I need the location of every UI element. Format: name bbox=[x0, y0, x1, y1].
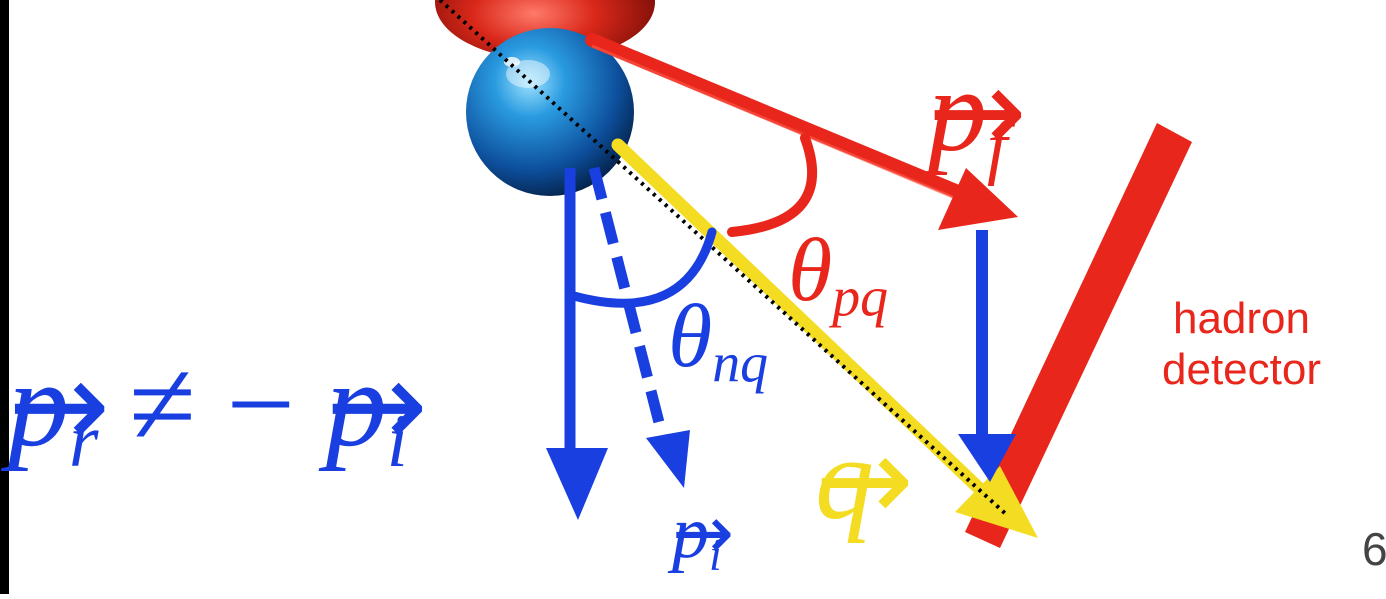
p-i-label: pi bbox=[672, 496, 722, 578]
theta-nq-arc bbox=[569, 227, 717, 308]
q-arrow bbox=[611, 138, 1038, 538]
dotted-reference-line bbox=[438, 0, 1010, 518]
hadron-detector-line1: hadron bbox=[1172, 294, 1310, 343]
theta-pq-label: θpq bbox=[788, 221, 889, 329]
p-r-arrow bbox=[546, 168, 608, 520]
p-f-arrow bbox=[585, 33, 1018, 230]
hadron-detector-bar bbox=[965, 123, 1192, 548]
hadron-detector-label: hadron detector bbox=[1162, 294, 1321, 395]
blue-arrow-right bbox=[958, 230, 1016, 482]
q-symbol: q bbox=[815, 420, 874, 539]
blue-nucleon bbox=[466, 28, 634, 196]
equation-operator: ≠ − bbox=[128, 337, 296, 472]
page-number: 6 bbox=[1362, 523, 1386, 575]
theta-pq-subscript: pq bbox=[832, 266, 889, 329]
momentum-equation: pr ≠ − pi bbox=[8, 344, 408, 480]
p-i-rhs-symbol: p bbox=[326, 344, 387, 467]
left-border bbox=[0, 0, 9, 594]
p-f-symbol: p bbox=[928, 52, 987, 171]
p-f-label: pf bbox=[928, 52, 1007, 183]
p-r-symbol: p bbox=[8, 344, 69, 467]
hadron-detector-line2: detector bbox=[1162, 344, 1321, 394]
theta-nq-subscript: nq bbox=[712, 332, 769, 395]
theta-nq-label: θnq bbox=[668, 287, 769, 395]
p-i-symbol: p bbox=[672, 496, 709, 570]
theta-pq-arc bbox=[727, 133, 818, 237]
q-label: q bbox=[815, 420, 874, 539]
